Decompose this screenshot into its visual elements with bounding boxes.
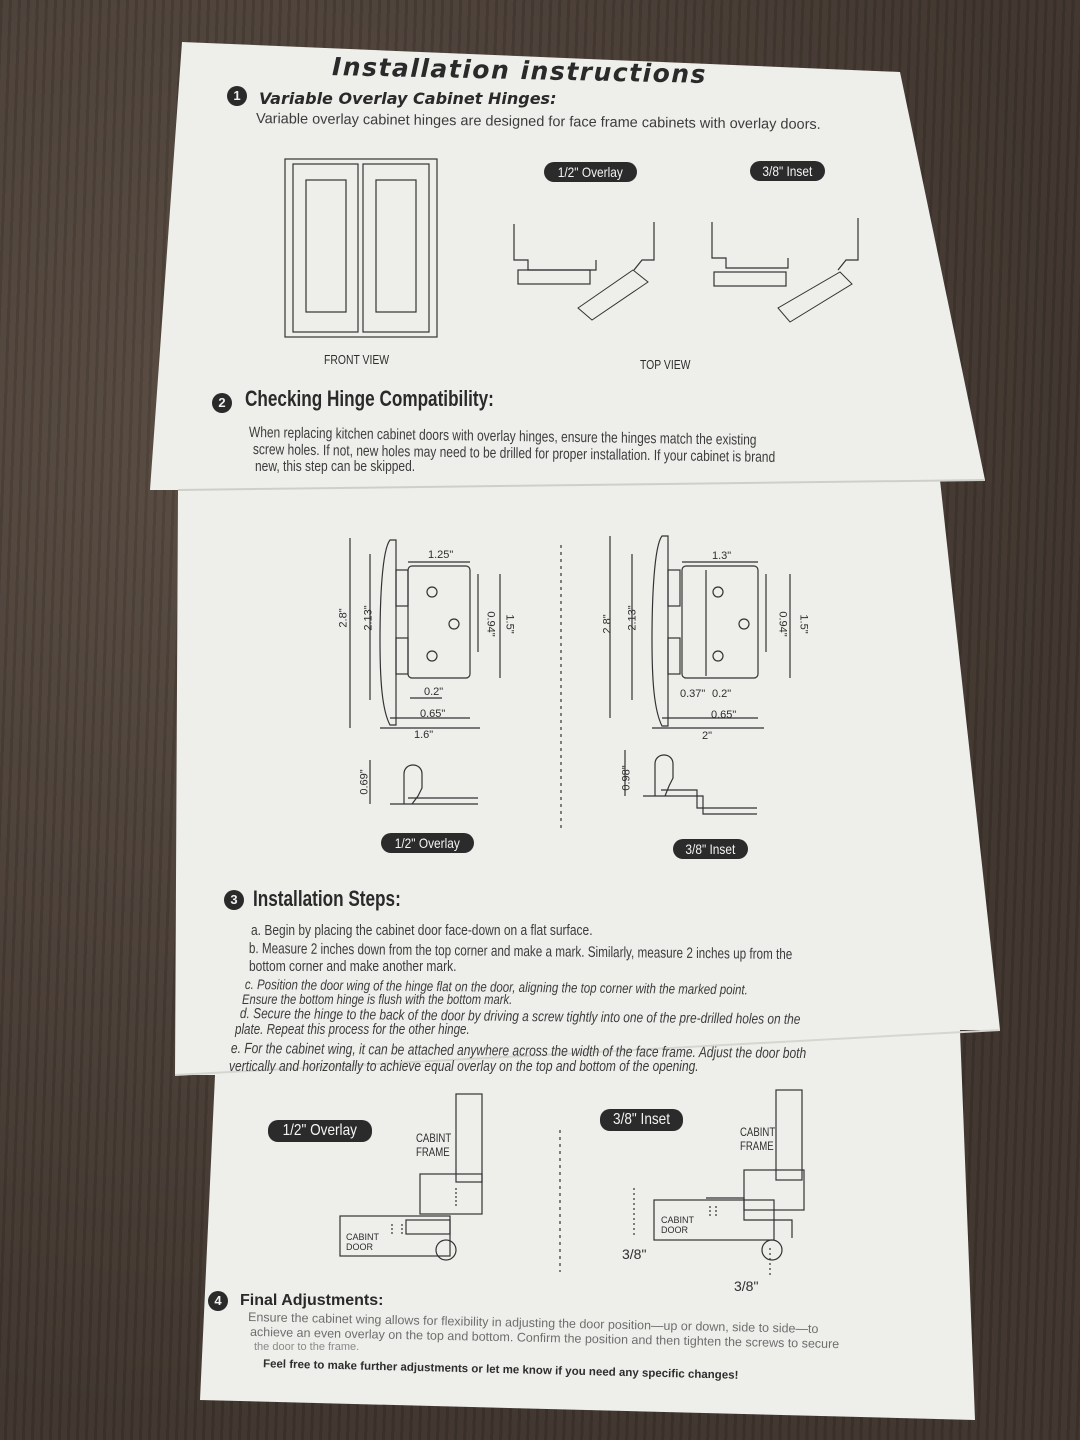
right-side-dim: 0.98" — [620, 765, 633, 791]
step-3-b2: bottom corner and make another mark. — [249, 958, 457, 975]
right-dim-h2: 2.13" — [626, 605, 639, 631]
inset-dim-2: 3/8" — [734, 1278, 759, 1294]
step-1-heading: Variable Overlay Cabinet Hinges: — [259, 89, 557, 108]
left-dim-d2: 0.65" — [420, 708, 446, 720]
step-3-d2: plate. Repeat this process for the other… — [235, 1022, 470, 1038]
step-3-heading: Installation Steps: — [253, 886, 401, 911]
step-3-number: 3 — [224, 890, 244, 910]
step-2-heading: Checking Hinge Compatibility: — [245, 386, 494, 411]
inset-hinge-dimension-drawing — [609, 535, 791, 729]
right-dim-d2: 0.65" — [711, 709, 737, 721]
overlay-badge-install: 1/2" Overlay — [268, 1120, 372, 1142]
right-dim-d3: 2" — [702, 730, 713, 742]
left-dim-h1: 2.8" — [337, 608, 350, 628]
right-dim-h4: 1.5" — [797, 614, 810, 634]
divider-dashed-install — [559, 1130, 561, 1272]
top-view-hinge-drawings — [513, 218, 859, 323]
step-3-e2: vertically and horizontally to achieve e… — [229, 1058, 699, 1075]
right-dim-d1: 0.2" — [712, 688, 732, 700]
inset-badge-dimensions: 3/8" Inset — [673, 839, 748, 859]
front-view-cabinet-drawing — [284, 158, 438, 338]
inset-badge-top: 3/8" Inset — [750, 161, 825, 181]
front-view-label: FRONT VIEW — [324, 352, 390, 367]
step-4-heading: Final Adjustments: — [240, 1292, 384, 1309]
left-dim-h4: 1.5" — [503, 614, 516, 634]
right-dim-h3: 0.94" — [776, 611, 789, 637]
left-side-dim: 0.69" — [358, 769, 371, 795]
step-2-number: 2 — [212, 393, 232, 413]
top-view-label: TOP VIEW — [640, 357, 691, 372]
left-dim-h3: 0.94" — [484, 611, 497, 637]
right-dim-w1: 1.3" — [712, 550, 732, 562]
inset-hinge-side-drawing — [624, 750, 757, 815]
right-dim-h1: 2.8" — [601, 614, 614, 634]
step-4-number: 4 — [208, 1291, 228, 1311]
inset-install-diagram — [633, 1089, 805, 1278]
left-dim-w1: 1.25" — [428, 549, 454, 561]
left-dim-h2: 2.13" — [362, 605, 375, 631]
inset-dim-1: 3/8" — [622, 1246, 647, 1262]
step-2-line-3: new, this step can be skipped. — [255, 458, 416, 475]
step-4-line-3: the door to the frame. — [254, 1341, 360, 1353]
overlay-hinge-side-drawing — [369, 760, 478, 805]
divider-dashed — [560, 545, 562, 830]
overlay-install-diagram — [339, 1093, 483, 1261]
left-dim-d3: 1.6" — [414, 729, 434, 741]
overlay-badge-dimensions: 1/2" Overlay — [381, 833, 474, 853]
inset-badge-install: 3/8" Inset — [600, 1109, 684, 1131]
step-3-c2: Ensure the bottom hinge is flush with th… — [242, 991, 513, 1007]
right-dim-d0: 0.37" — [680, 688, 706, 700]
overlay-hinge-dimension-drawing — [349, 538, 501, 729]
step-1-number: 1 — [227, 86, 247, 106]
step-3-a: a. Begin by placing the cabinet door fac… — [251, 922, 593, 939]
left-dim-d1: 0.2" — [424, 686, 444, 698]
overlay-badge-top: 1/2" Overlay — [544, 162, 637, 182]
